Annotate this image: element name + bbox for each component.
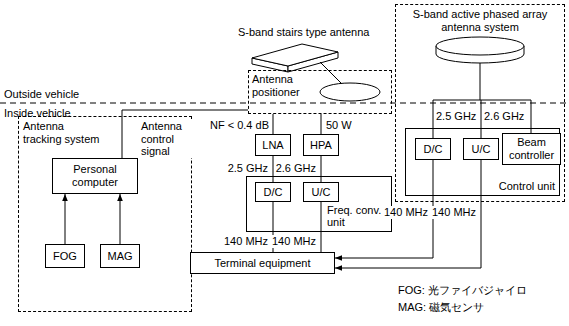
process-box: D/C: [415, 138, 451, 160]
process-box: U/C: [303, 182, 339, 202]
annotation: Inside vehicle: [4, 107, 71, 120]
array-disc: [436, 37, 524, 55]
signal-line: [321, 114, 322, 134]
annotation: Outside vehicle: [4, 88, 79, 101]
signal-label: 140 MHz: [271, 235, 317, 248]
positioner-turntable: [320, 83, 380, 101]
region-title: Control unit: [499, 180, 555, 193]
box-label: D/C: [424, 143, 443, 156]
process-box: Personal computer: [52, 158, 138, 194]
process-box: MAG: [100, 244, 140, 268]
annotation: MAG: 磁気センサ: [398, 301, 484, 314]
signal-label: 140 MHz: [431, 206, 477, 219]
dashed-region: Antenna positioner: [248, 70, 392, 114]
process-box: Terminal equipment: [190, 252, 335, 274]
signal-label: 2.6 GHz: [275, 162, 317, 175]
process-box: LNA: [255, 134, 291, 156]
signal-label: Antenna control signal: [140, 120, 192, 158]
phased-array-antenna: [436, 37, 524, 63]
box-label: MAG: [107, 250, 132, 263]
signal-line: [321, 202, 322, 252]
annotation: NF < 0.4 dB: [210, 119, 269, 132]
region-title: Antenna tracking system: [23, 120, 105, 145]
region-title: Antenna positioner: [252, 73, 314, 98]
process-box: FOG: [45, 244, 85, 268]
region-title: S-band active phased array antenna syste…: [396, 8, 564, 33]
signal-label: 140 MHz: [223, 235, 269, 248]
signal-line: [65, 194, 66, 244]
signal-label: 2.5 GHz: [227, 162, 269, 175]
annotation: 2.5 GHz: [436, 110, 476, 123]
dashed-region: D/C U/C Beam controllerControl unit S-band …: [395, 4, 565, 202]
box-label: D/C: [264, 186, 283, 199]
box-label: HPA: [310, 139, 332, 152]
signal-line: [273, 156, 274, 182]
box-label: Terminal equipment: [215, 257, 311, 270]
antenna-face: [252, 44, 338, 66]
unit-box: D/C U/C Freq. conv. unit: [246, 176, 392, 232]
process-box: U/C: [463, 138, 499, 160]
feed-line: [433, 63, 531, 138]
box-label: LNA: [262, 139, 283, 152]
box-label: U/C: [312, 186, 331, 199]
signal-line: [122, 110, 248, 158]
vehicle-boundary: [0, 103, 569, 104]
signal-line: [321, 156, 322, 182]
process-box: Beam controller: [502, 133, 561, 165]
region-title: Freq. conv. unit: [327, 204, 389, 229]
array-feed-lines: [433, 63, 531, 138]
annotation: 50 W: [326, 119, 352, 132]
signal-label: 140 MHz: [383, 206, 429, 219]
box-label: FOG: [53, 250, 77, 263]
annotation: 2.6 GHz: [484, 110, 524, 123]
process-box: HPA: [303, 134, 339, 156]
antenna-mast: [320, 62, 342, 84]
box-label: Personal computer: [53, 163, 137, 188]
annotation: FOG: 光ファイバジャイロ: [398, 284, 527, 297]
box-label: Beam controller: [503, 136, 560, 161]
annotation: S-band stairs type antenna: [238, 26, 369, 39]
unit-box: D/C U/C Beam controllerControl unit: [405, 128, 560, 196]
process-box: D/C: [255, 182, 291, 202]
signal-line: [273, 114, 274, 134]
box-label: U/C: [472, 143, 491, 156]
signal-line: [120, 194, 121, 244]
